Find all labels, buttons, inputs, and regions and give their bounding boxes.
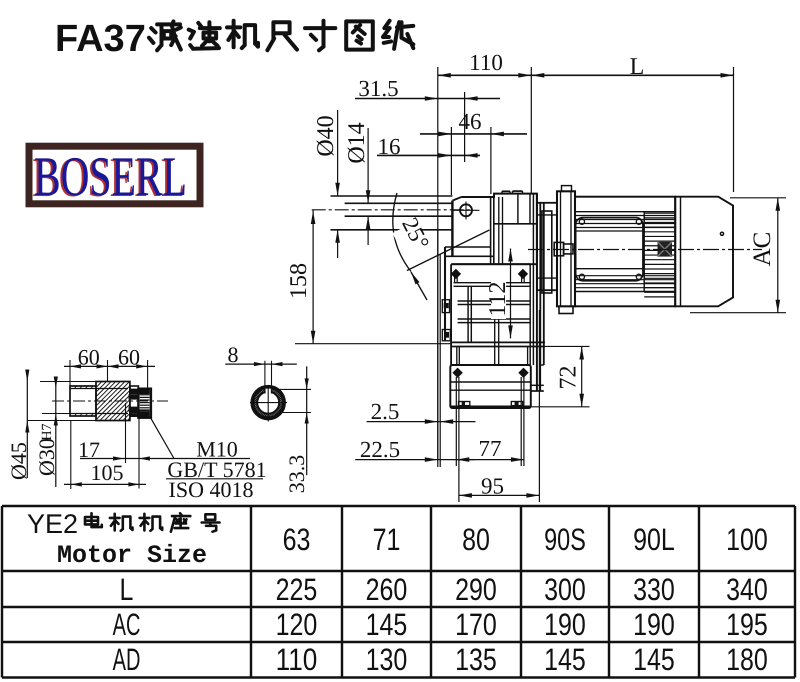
svg-text:77: 77: [479, 436, 502, 461]
svg-text:Ø45: Ø45: [6, 442, 31, 480]
svg-text:72: 72: [556, 366, 582, 390]
svg-text:90L: 90L: [633, 522, 675, 557]
svg-text:AD: AD: [113, 642, 141, 677]
svg-text:105: 105: [91, 460, 124, 485]
svg-text:33.3: 33.3: [284, 455, 309, 494]
svg-text:145: 145: [633, 642, 675, 677]
svg-text:60: 60: [78, 345, 100, 370]
svg-text:17: 17: [78, 437, 100, 462]
svg-text:190: 190: [633, 607, 675, 642]
svg-text:300: 300: [544, 572, 586, 607]
svg-text:8: 8: [228, 342, 239, 367]
svg-text:22.5: 22.5: [360, 437, 400, 462]
svg-text:Ø40: Ø40: [313, 115, 339, 156]
svg-text:2.5: 2.5: [371, 399, 400, 424]
svg-text:90S: 90S: [544, 522, 586, 557]
svg-text:195: 195: [726, 607, 768, 642]
svg-text:BOSERL: BOSERL: [34, 146, 187, 208]
svg-text:145: 145: [366, 607, 408, 642]
svg-text:Ø14: Ø14: [344, 122, 370, 163]
svg-text:290: 290: [455, 572, 497, 607]
svg-text:31.5: 31.5: [358, 76, 398, 101]
svg-text:95: 95: [481, 474, 504, 499]
svg-text:190: 190: [544, 607, 586, 642]
svg-text:145: 145: [544, 642, 586, 677]
svg-text:AC: AC: [113, 607, 141, 642]
svg-text:100: 100: [726, 522, 768, 557]
svg-text:110: 110: [276, 642, 318, 677]
svg-text:Ø30: Ø30: [34, 438, 59, 476]
svg-text:60: 60: [118, 345, 140, 370]
svg-text:L: L: [630, 54, 645, 80]
svg-text:260: 260: [366, 572, 408, 607]
svg-text:135: 135: [455, 642, 497, 677]
svg-text:180: 180: [726, 642, 768, 677]
svg-text:330: 330: [633, 572, 675, 607]
svg-text:130: 130: [366, 642, 408, 677]
svg-text:71: 71: [373, 522, 401, 557]
svg-text:63: 63: [283, 522, 311, 557]
svg-text:GB/T 5781: GB/T 5781: [167, 457, 266, 482]
svg-text:225: 225: [276, 572, 318, 607]
svg-text:112: 112: [485, 281, 511, 316]
svg-text:YE2: YE2: [27, 509, 78, 539]
svg-text:120: 120: [276, 607, 318, 642]
svg-text:16: 16: [378, 134, 401, 159]
svg-text:H7: H7: [40, 423, 55, 440]
svg-text:170: 170: [455, 607, 497, 642]
svg-text:M10: M10: [196, 437, 238, 462]
svg-text:BOSERL: BOSERL: [32, 147, 185, 209]
svg-text:FA37: FA37: [55, 18, 146, 60]
svg-text:AC: AC: [749, 232, 776, 267]
svg-text:L: L: [120, 572, 134, 607]
svg-text:80: 80: [462, 522, 490, 557]
svg-text:110: 110: [469, 50, 503, 75]
svg-text:340: 340: [726, 572, 768, 607]
svg-text:46: 46: [459, 109, 482, 134]
svg-text:ISO 4018: ISO 4018: [169, 477, 254, 502]
svg-text:158: 158: [286, 263, 312, 299]
svg-text:Motor Size: Motor Size: [57, 541, 207, 570]
